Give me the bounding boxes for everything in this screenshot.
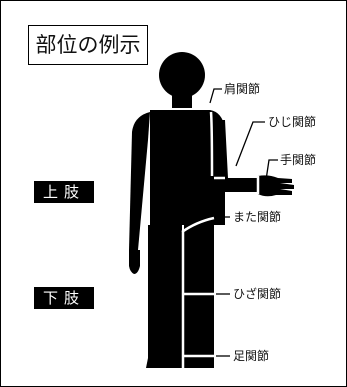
- neck: [172, 94, 192, 108]
- diagram-title: 部位の例示: [28, 25, 148, 65]
- left-leg: [148, 225, 182, 360]
- shoulder-joint-line: [209, 111, 214, 177]
- left-foot: [146, 358, 182, 368]
- elbow-leader: [235, 121, 265, 167]
- right-leg: [184, 225, 214, 360]
- wrist-leader: [265, 159, 278, 181]
- right-hand: [258, 175, 294, 197]
- hip-joint-line: [181, 216, 215, 234]
- lower-limb-label: 下肢: [34, 287, 94, 309]
- head: [159, 52, 205, 98]
- shoulder-leader: [209, 88, 222, 104]
- upper-limb-label: 上肢: [34, 181, 94, 203]
- joint-markers: [181, 111, 260, 368]
- elbow-joint-label: ひじ関節: [268, 115, 317, 129]
- left-hand: [129, 250, 140, 274]
- left-arm: [129, 112, 150, 250]
- human-silhouette: [129, 52, 294, 368]
- right-foot: [184, 358, 214, 368]
- hip-joint-label: また関節: [233, 210, 282, 224]
- torso: [150, 110, 225, 225]
- leader-lines: [209, 88, 278, 357]
- knee-joint-label: ひざ関節: [233, 287, 282, 301]
- ankle-joint-label: 足関節: [233, 349, 270, 363]
- wrist-joint-label: 手関節: [280, 153, 317, 167]
- shoulder-joint-label: 肩関節: [224, 82, 261, 96]
- right-arm: [212, 120, 260, 192]
